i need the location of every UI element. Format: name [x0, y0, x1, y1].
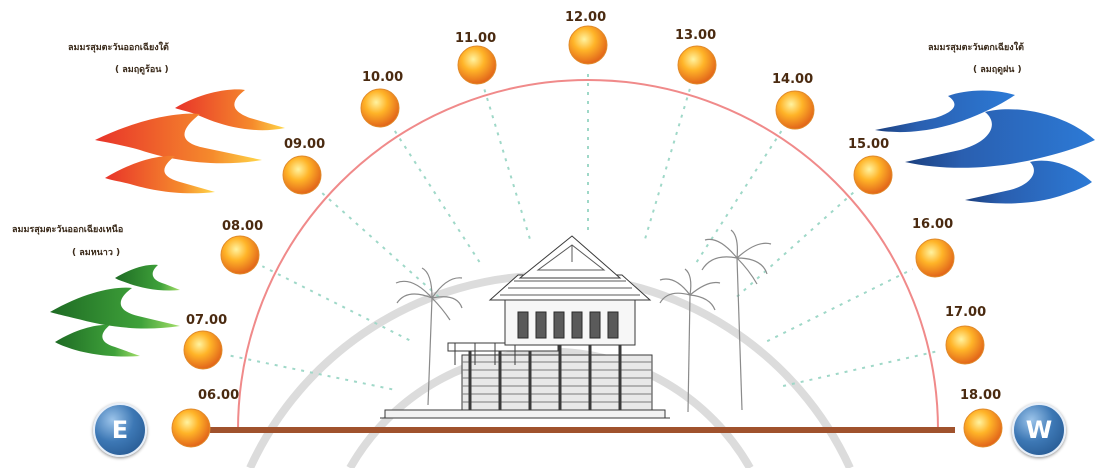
palm-tree-icon	[659, 268, 721, 413]
time-label-06: 06.00	[198, 388, 240, 403]
sun-icon	[457, 45, 497, 85]
time-label-13: 13.00	[675, 28, 717, 43]
time-label-14: 14.00	[772, 72, 814, 87]
sun-icon	[853, 155, 893, 195]
time-label-16: 16.00	[912, 217, 954, 232]
wind-arrow-icon	[875, 90, 1015, 133]
cold-wind-title: ลมมรสุมตะวันออกเฉียงเหนือ	[12, 225, 124, 235]
time-label-17: 17.00	[945, 305, 987, 320]
wind-arrow-icon	[105, 155, 215, 194]
time-label-10: 10.00	[362, 70, 404, 85]
sun-icon	[775, 90, 815, 130]
sun-icon	[945, 325, 985, 365]
hot-wind-arrows	[95, 89, 285, 194]
sun-icon	[220, 235, 260, 275]
sun-path-arc	[237, 79, 939, 431]
sun-ray-line	[227, 354, 393, 391]
rain-wind-arrows	[875, 90, 1095, 204]
wind-arrow-icon	[905, 109, 1095, 168]
sun-ray-line	[766, 268, 914, 343]
hot-wind-subtitle: ( ลมฤดูร้อน )	[115, 65, 169, 75]
time-label-18: 18.00	[960, 388, 1002, 403]
sun-icon	[677, 45, 717, 85]
palm-tree-icon	[395, 267, 463, 406]
wind-arrow-icon	[965, 160, 1092, 204]
cold-wind-subtitle: ( ลมหนาว )	[72, 248, 121, 258]
sun-ray-line	[695, 130, 783, 263]
palm-tree-icon	[701, 229, 772, 411]
sun-ray-line	[261, 265, 410, 342]
sun-ray-line	[644, 88, 691, 239]
sun-ray-lines	[227, 70, 941, 391]
wind-arrow-icon	[55, 324, 140, 357]
wind-arrow-icon	[95, 113, 262, 164]
west-badge: W	[1012, 403, 1066, 457]
cold-wind-arrows	[50, 264, 180, 357]
sun-icon	[360, 88, 400, 128]
sun-ray-line	[319, 190, 440, 298]
time-label-07: 07.00	[186, 313, 228, 328]
time-label-12: 12.00	[565, 10, 607, 25]
wind-arrow-icon	[115, 264, 180, 291]
sun-ray-line	[392, 128, 481, 263]
rain-wind-title: ลมมรสุมตะวันตกเฉียงใต้	[928, 43, 1024, 53]
time-label-09: 09.00	[284, 137, 326, 152]
wind-arrow-icon	[175, 89, 285, 131]
house-icon	[380, 235, 670, 419]
sun-ray-line	[483, 88, 531, 239]
sun-icon	[282, 155, 322, 195]
sun-ray-line	[782, 349, 941, 387]
time-label-08: 08.00	[222, 219, 264, 234]
sun-icon	[171, 408, 211, 448]
east-badge: E	[93, 403, 147, 457]
sun-icon	[183, 330, 223, 370]
ground-line	[210, 427, 955, 433]
wind-arrow-icon	[50, 287, 180, 329]
sun-icon	[915, 238, 955, 278]
sun-icon	[568, 25, 608, 65]
sun-icon	[963, 408, 1003, 448]
hot-wind-title: ลมมรสุมตะวันออกเฉียงใต้	[68, 43, 169, 53]
time-label-15: 15.00	[848, 137, 890, 152]
sun-positions	[171, 25, 1003, 448]
time-label-11: 11.00	[455, 31, 497, 46]
rain-wind-subtitle: ( ลมฤดูฝน )	[973, 65, 1022, 75]
